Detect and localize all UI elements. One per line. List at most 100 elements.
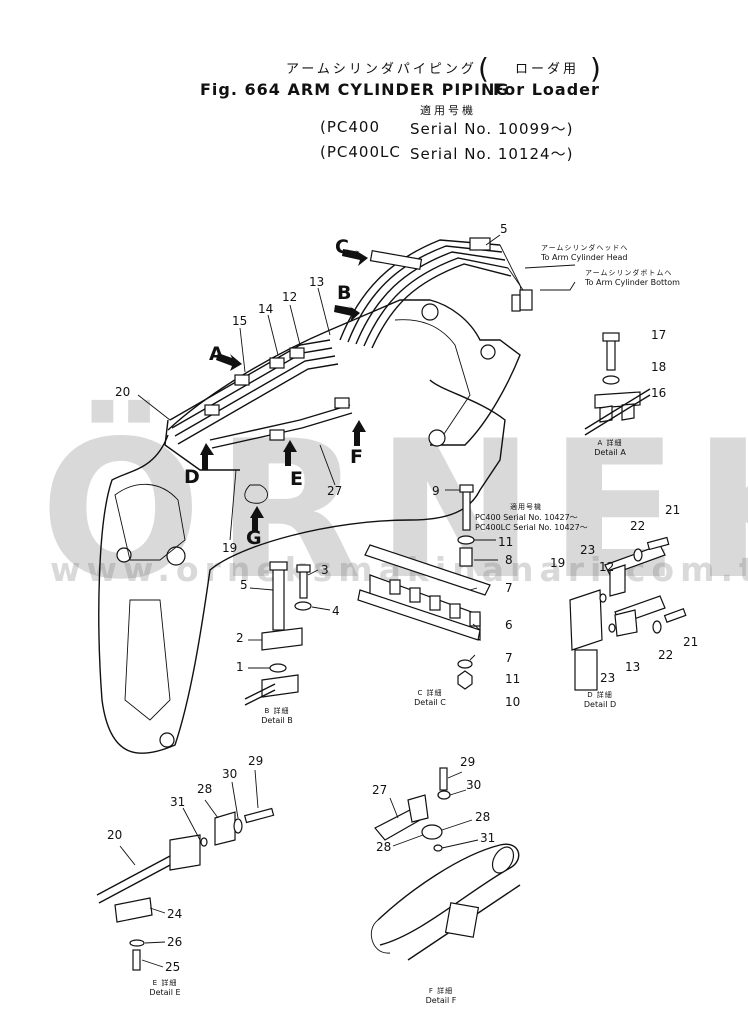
fitting-g	[244, 484, 268, 504]
view-letter-a: A	[209, 343, 224, 365]
callout-28-detail-f-left: 28	[376, 840, 392, 854]
hose-clamp-c	[369, 250, 423, 270]
callout-19: 19	[222, 541, 238, 555]
arrow-g	[250, 506, 264, 532]
bolt-25	[132, 949, 141, 971]
split-flange-28	[214, 811, 236, 846]
clamp-24	[114, 897, 153, 923]
callout-21-upper: 21	[665, 503, 681, 517]
paren-close: )	[590, 52, 601, 85]
view-letter-c: C	[335, 236, 349, 258]
flange-12	[609, 564, 626, 597]
callout-22-lower: 22	[658, 648, 674, 662]
callout-1: 1	[236, 660, 244, 674]
callout-25: 25	[165, 960, 181, 974]
arrow-f	[352, 420, 366, 446]
callout-28-detail-e: 28	[197, 782, 213, 796]
clamp-12	[289, 347, 305, 359]
callout-7-upper: 7	[505, 581, 513, 595]
oring-23b	[608, 623, 616, 633]
fitting-5	[272, 564, 285, 631]
flange-19	[569, 589, 603, 651]
arm-inner	[394, 319, 471, 441]
oring-1	[269, 663, 287, 673]
callout-9: 9	[432, 484, 440, 498]
callout-5: 5	[500, 222, 508, 236]
callout-6: 6	[505, 618, 513, 632]
clamp-14	[269, 357, 285, 369]
callout-30-detail-e: 30	[222, 767, 238, 781]
callout-27-detail-f: 27	[372, 783, 388, 797]
callout-31-detail-e: 31	[170, 795, 186, 809]
boom-pin-left	[116, 547, 132, 563]
oring-23a	[599, 593, 607, 603]
applicable-jp: 適用号機	[420, 104, 476, 117]
paren-open: (	[478, 52, 489, 85]
plate-7b	[357, 589, 481, 641]
serial-2-model: (PC400LC	[320, 143, 401, 161]
arrow-e	[283, 440, 297, 466]
washer-4	[294, 601, 312, 611]
arm-upper	[167, 299, 521, 446]
note-serial-b: PC400LC Serial No. 10427～	[475, 523, 588, 532]
washer-22b	[652, 620, 662, 634]
oring-31	[200, 837, 208, 847]
boom-outline	[98, 379, 506, 755]
serial-2-text: Serial No. 10124～)	[410, 145, 574, 163]
callout-12-detail-d: 12	[599, 560, 615, 574]
pipe-19	[574, 649, 598, 691]
view-letter-e: E	[290, 468, 303, 490]
boom-side	[124, 599, 171, 721]
callout-12: 12	[282, 290, 298, 304]
callout-4: 4	[332, 604, 340, 618]
split-flange-2	[261, 627, 303, 651]
callout-13: 13	[309, 275, 325, 289]
callout-16: 16	[651, 386, 667, 400]
oring-31b	[433, 844, 443, 852]
view-letter-g: G	[246, 527, 262, 549]
nut-10	[457, 670, 473, 690]
end-fitting-1	[519, 289, 533, 311]
figure-title: Fig. 664 ARM CYLINDER PIPING	[200, 80, 510, 99]
hose-fitting-5	[469, 237, 491, 251]
bolt-3	[299, 569, 308, 599]
callout-24: 24	[167, 907, 183, 921]
end-fitting-2	[511, 294, 521, 312]
callout-11: 11	[498, 535, 514, 549]
callout-14: 14	[258, 302, 274, 316]
boom-bracket	[114, 483, 186, 561]
callout-26: 26	[167, 935, 183, 949]
callout-29-detail-f: 29	[460, 755, 476, 769]
callout-28-detail-f-right: 28	[475, 810, 491, 824]
bolt-29b	[439, 767, 448, 791]
washer-30	[233, 818, 243, 834]
washer-11	[457, 535, 475, 545]
view-letter-d: D	[184, 466, 200, 488]
callout-19-detail-d: 19	[550, 556, 566, 570]
callout-17: 17	[651, 328, 667, 342]
variant-jp: ローダ用	[515, 62, 580, 77]
note-bottom-en: To Arm Cylinder Bottom	[585, 278, 680, 287]
serial-1-text: Serial No. 10099～)	[410, 120, 574, 138]
arm-pin-bottom	[428, 429, 446, 447]
note-serial-a: PC400 Serial No. 10427～	[475, 513, 578, 522]
title-jp: アームシリンダパイピング	[286, 62, 477, 77]
arm-cylinder	[377, 843, 520, 946]
arm-pin-right	[480, 344, 496, 360]
callout-8: 8	[505, 553, 513, 567]
callout-11-lower: 11	[505, 672, 521, 686]
washer-30b	[437, 790, 451, 800]
callout-5-detail-b: 5	[240, 578, 248, 592]
callout-13-detail-d: 13	[625, 660, 641, 674]
callout-3: 3	[321, 563, 329, 577]
boom-pin-bottom	[159, 732, 175, 748]
washer-18	[602, 375, 620, 385]
serial-1-model: (PC400	[320, 118, 381, 136]
plate-7a	[364, 544, 491, 596]
